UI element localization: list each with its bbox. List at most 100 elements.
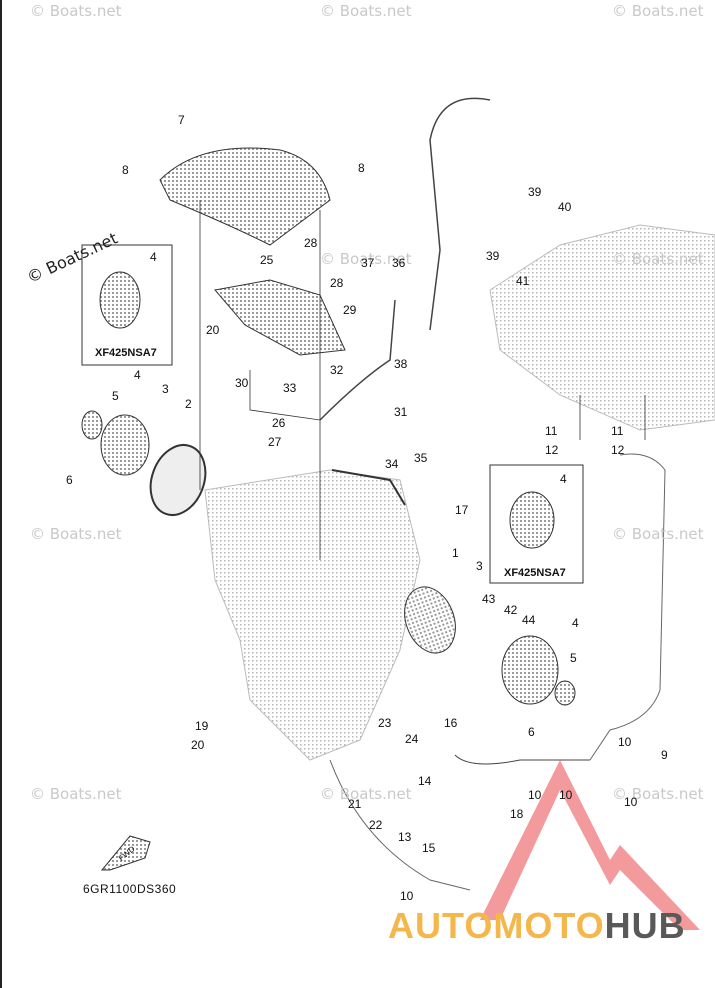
callout: 23	[378, 716, 392, 730]
watermark: © Boats.net	[320, 250, 412, 268]
callout: 1	[452, 546, 459, 560]
callout: 16	[444, 716, 458, 730]
watermark: © Boats.net	[612, 2, 704, 20]
callout: 10	[528, 788, 542, 802]
callout: 43	[482, 592, 496, 606]
callout: 22	[369, 818, 383, 832]
callout: 7	[178, 113, 185, 127]
callout: 10	[559, 788, 573, 802]
callout: 39	[486, 249, 500, 263]
flywheel-cover-left	[100, 414, 150, 476]
callout: 9	[661, 748, 668, 762]
watermark: © Boats.net	[30, 525, 122, 543]
callout: 29	[343, 303, 357, 317]
callout: 4	[572, 616, 579, 630]
callout: 32	[330, 363, 344, 377]
callout: 19	[195, 719, 209, 733]
brand-part1: AUTOMOTO	[388, 905, 605, 946]
callout: 10	[400, 889, 414, 903]
brand-logo-text: AUTOMOTOHUB	[388, 905, 686, 947]
callout: 44	[522, 613, 536, 627]
callout: 3	[476, 559, 483, 573]
callout: 8	[358, 161, 365, 175]
callout: 36	[392, 256, 406, 270]
callout: 26	[272, 416, 286, 430]
callout: 42	[504, 603, 518, 617]
callout: 10	[618, 735, 632, 749]
inset-right-part	[509, 491, 555, 549]
callout: 17	[455, 503, 469, 517]
watermark: © Boats.net	[30, 785, 122, 803]
wire-harness-lower	[589, 453, 666, 761]
callout: 11	[611, 424, 624, 438]
inset-label-left: XF425NSA7	[95, 347, 157, 359]
callout: 3	[162, 382, 169, 396]
callout: 31	[394, 405, 408, 419]
callout: 34	[385, 457, 399, 471]
cap-right	[554, 680, 576, 706]
callout: 12	[545, 443, 559, 457]
callout: 33	[283, 381, 297, 395]
bracket-34	[331, 469, 406, 506]
callout: 41	[516, 274, 530, 288]
watermark: © Boats.net	[30, 2, 122, 20]
watermark: © Boats.net	[612, 250, 704, 268]
brand-part2: HUB	[604, 905, 686, 946]
inset-box-right	[489, 464, 584, 584]
callout: 6	[528, 725, 535, 739]
callout: 37	[361, 256, 375, 270]
callout: 5	[112, 389, 119, 403]
callout: 11	[545, 424, 558, 438]
callout: 21	[348, 797, 362, 811]
watermark: © Boats.net	[320, 785, 412, 803]
callout: 20	[206, 323, 220, 337]
wire-harness-31	[319, 299, 396, 421]
callout: 4	[134, 368, 141, 382]
diagram-code: 6GR1100DS360	[83, 882, 177, 896]
callout: 38	[394, 357, 408, 371]
wire-harness-main	[429, 97, 491, 331]
callout: 39	[528, 185, 542, 199]
callout: 18	[510, 807, 524, 821]
stator-ring	[149, 444, 207, 516]
cap-left	[81, 410, 103, 440]
callout: 14	[418, 774, 432, 788]
callout: 28	[304, 236, 318, 250]
callout: 27	[268, 435, 282, 449]
watermark: © Boats.net	[320, 2, 412, 20]
callout: 10	[624, 795, 638, 809]
flywheel-cover-right	[501, 635, 559, 705]
fwd-arrow-icon	[100, 835, 151, 871]
callout: 40	[558, 200, 572, 214]
callout: 15	[422, 841, 436, 855]
engine-block-upper	[489, 224, 715, 431]
callout: 6	[66, 473, 73, 487]
callout: 20	[191, 738, 205, 752]
watermark: © Boats.net	[612, 785, 704, 803]
callout: 5	[570, 651, 577, 665]
ecu-unit	[214, 279, 346, 356]
callout: 24	[405, 732, 419, 746]
engine-block-main	[204, 469, 421, 761]
top-cover	[159, 147, 331, 246]
logo-mark	[480, 760, 700, 930]
inset-left-part	[99, 271, 141, 329]
callout: 13	[398, 830, 412, 844]
inset-label-right: XF425NSA7	[504, 567, 566, 579]
callout: 2	[185, 397, 192, 411]
callout: 4	[150, 250, 157, 264]
watermark: © Boats.net	[612, 525, 704, 543]
callout: 28	[330, 276, 344, 290]
inset-box-left	[81, 244, 173, 366]
wire-harness-bottom	[329, 759, 471, 891]
callout: 30	[235, 376, 249, 390]
flywheel-right	[404, 586, 456, 654]
sensor-cable-16	[454, 754, 590, 765]
callout: 25	[260, 253, 274, 267]
callout: 12	[611, 443, 625, 457]
callout: 35	[414, 451, 428, 465]
leader-lines	[199, 200, 646, 560]
callout: 8	[122, 163, 129, 177]
